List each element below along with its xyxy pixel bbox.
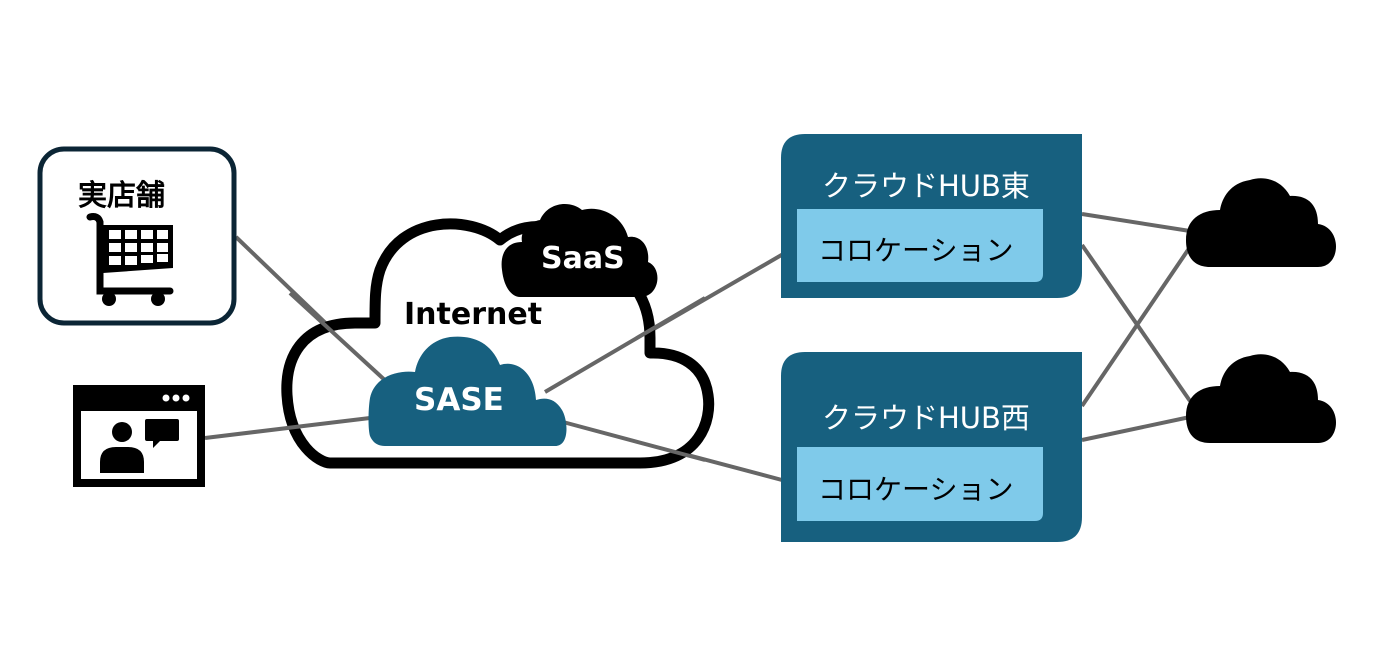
hub-east-node <box>781 134 1082 298</box>
hub-west-node <box>781 352 1082 542</box>
edge-hub-east-cloud-a <box>1081 212 1191 233</box>
hub-east-colocation-label: コロケーション <box>818 234 1014 267</box>
sase-label: SASE <box>414 382 504 418</box>
store-label: 実店舗 <box>78 178 166 212</box>
store-node <box>37 146 237 326</box>
hub-west-colocation-label: コロケーション <box>818 473 1014 506</box>
person-head-icon <box>112 422 132 442</box>
internal-edges <box>286 291 707 462</box>
hub-east-title: クラウドHUB東 <box>822 169 1030 203</box>
hub-west-title: クラウドHUB西 <box>822 401 1030 435</box>
hub-west-colocation-box <box>797 447 1043 521</box>
speech-bubble-icon <box>145 419 179 448</box>
shopping-cart-icon <box>86 213 174 306</box>
person-body-icon <box>100 447 144 473</box>
edge-hub-west-cloud-a <box>1080 245 1192 408</box>
cloud-a-icon <box>1186 178 1336 267</box>
saas-label: SaaS <box>541 241 625 276</box>
video-conference-window-icon <box>73 385 205 487</box>
cloud-b-icon <box>1186 354 1336 443</box>
hub-east-colocation-box <box>797 209 1043 282</box>
sase-cloud <box>368 336 567 446</box>
internet-label: Internet <box>404 297 543 332</box>
edge-hub-west-cloud-b <box>1081 415 1191 442</box>
saas-cloud <box>501 204 658 297</box>
